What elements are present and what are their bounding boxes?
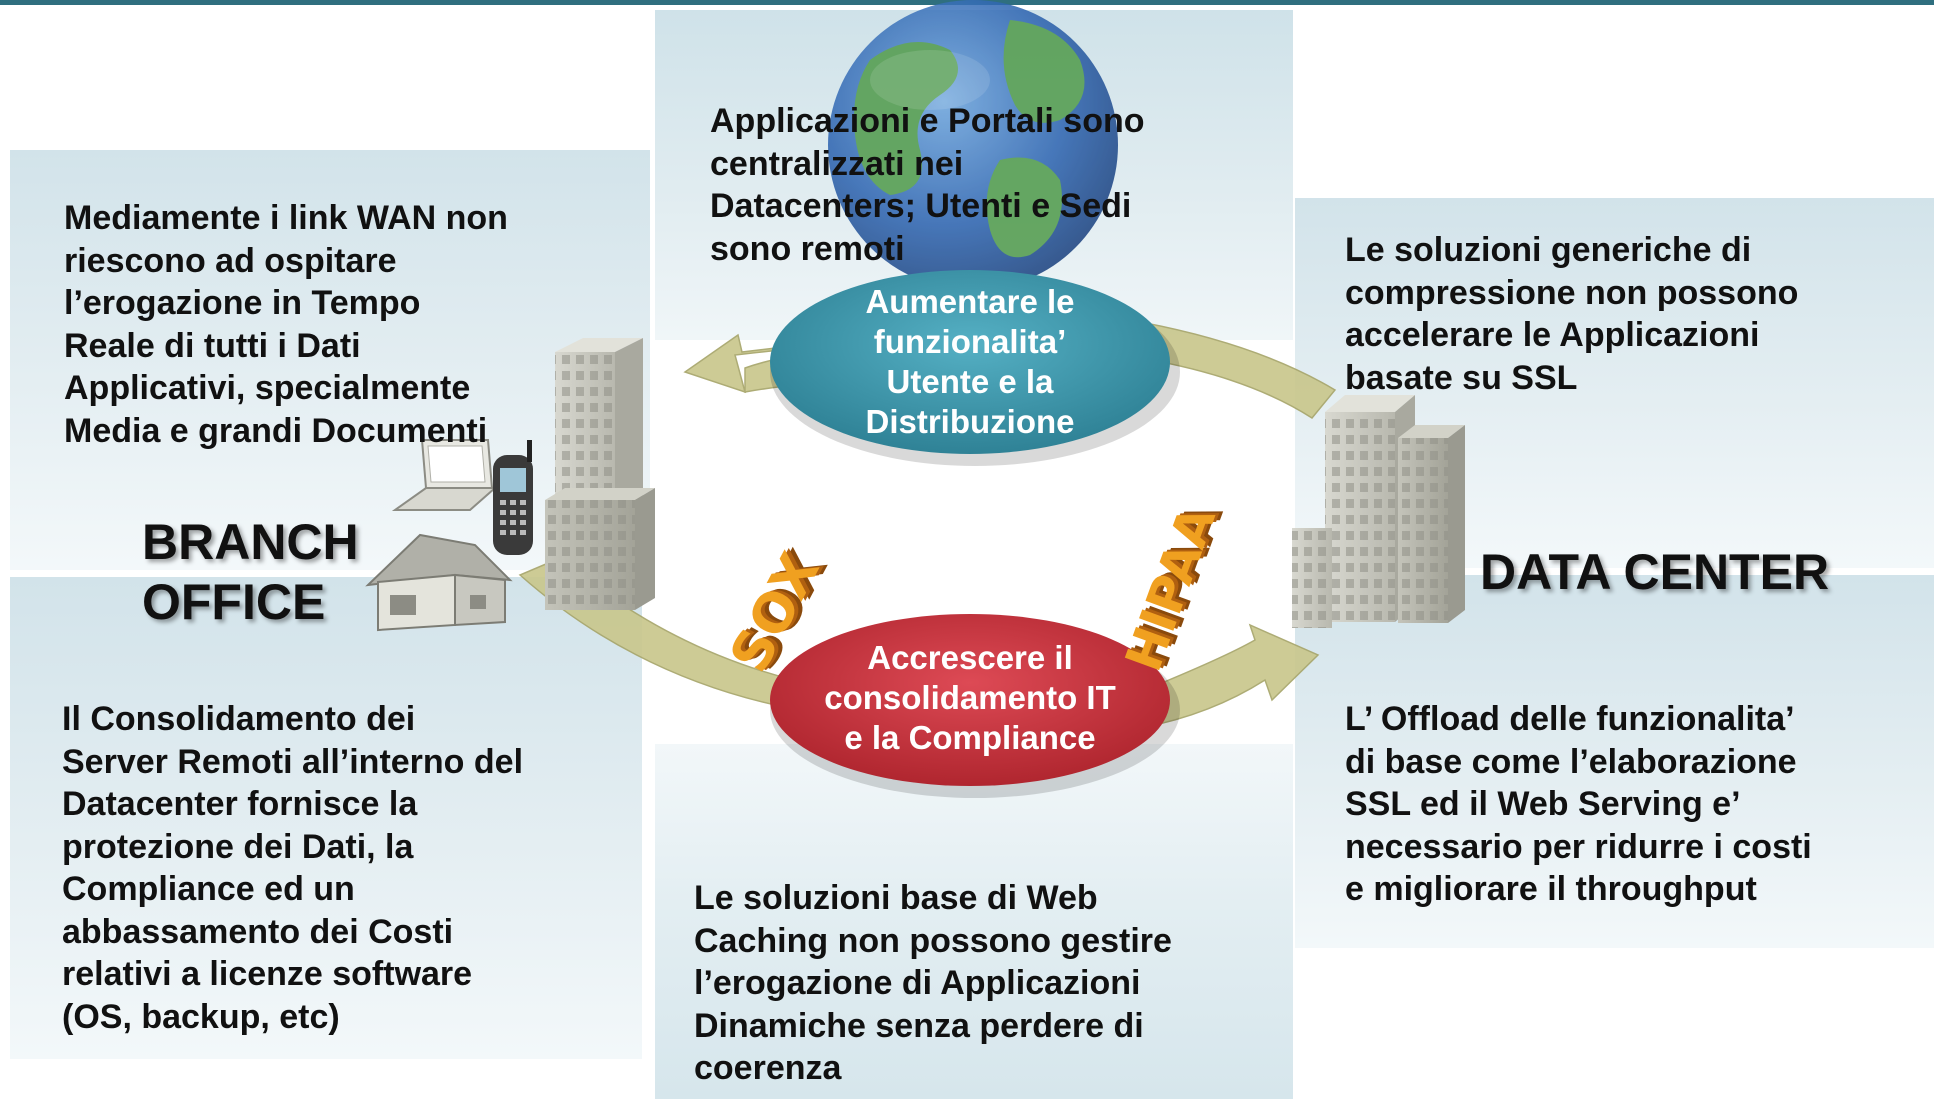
panel-bottom-right bbox=[1295, 575, 1934, 948]
panel-bottom-left bbox=[10, 577, 642, 1059]
branch-office-line: BRANCH bbox=[142, 514, 359, 570]
text-line: l’erogazione di Applicazioni bbox=[694, 964, 1141, 1002]
panel-top-left bbox=[10, 150, 650, 570]
datacenter-building-icon bbox=[1292, 395, 1465, 628]
house-icon bbox=[365, 533, 513, 632]
laptop-icon bbox=[391, 439, 498, 511]
text-line: Datacenter fornisce la bbox=[62, 785, 418, 823]
oval-line: Aumentare le bbox=[865, 283, 1075, 320]
text-line: Applicazioni e Portali sono bbox=[710, 102, 1145, 140]
panel-text-bottom-right: L’ Offload delle funzionalita’ di base c… bbox=[1345, 698, 1812, 911]
oval-line: Distribuzione bbox=[865, 403, 1075, 440]
text-line: riescono ad ospitare bbox=[64, 241, 397, 280]
oval-top bbox=[770, 270, 1170, 454]
text-line: Mediamente i link WAN non bbox=[64, 199, 508, 237]
text-line: abbassamento dei Costi bbox=[62, 912, 454, 951]
oval-top-text: Aumentare le funzionalita’ Utente e la D… bbox=[770, 282, 1170, 442]
oval-line: Accrescere il bbox=[867, 639, 1073, 676]
text-line: L’ Offload delle funzionalita’ bbox=[1345, 700, 1795, 738]
oval-line: funzionalita’ bbox=[873, 323, 1067, 360]
text-line: Compliance ed un bbox=[62, 870, 355, 908]
office-building-icon bbox=[545, 338, 655, 610]
mobile-phone-icon bbox=[493, 440, 533, 555]
text-line: Reale di tutti i Dati bbox=[64, 326, 361, 365]
oval-bottom-text: Accrescere il consolidamento IT e la Com… bbox=[770, 638, 1170, 758]
text-line: accelerare le Applicazioni bbox=[1345, 316, 1760, 354]
oval-bottom bbox=[770, 614, 1170, 786]
branch-office-label: BRANCH OFFICE bbox=[142, 512, 359, 632]
panel-text-top-right: Le soluzioni generiche di compressione n… bbox=[1345, 229, 1798, 399]
text-line: e migliorare il throughput bbox=[1345, 870, 1757, 908]
text-line: l’erogazione in Tempo bbox=[64, 284, 421, 322]
text-line: Il Consolidamento dei bbox=[62, 700, 416, 738]
text-line: Caching non possono gestire bbox=[694, 921, 1172, 960]
oval-line: Utente e la bbox=[886, 363, 1054, 400]
text-line: protezione dei Dati, la bbox=[62, 827, 414, 866]
text-line: Dinamiche senza perdere di bbox=[694, 1006, 1144, 1045]
panel-text-top-center: Applicazioni e Portali sono centralizzat… bbox=[710, 100, 1145, 270]
text-line: sono remoti bbox=[710, 229, 905, 268]
text-line: necessario per ridurre i costi bbox=[1345, 827, 1812, 866]
text-line: coerenza bbox=[694, 1049, 842, 1087]
text-line: basate su SSL bbox=[1345, 358, 1578, 397]
panel-text-top-left: Mediamente i link WAN non riescono ad os… bbox=[64, 197, 508, 452]
text-line: centralizzati nei bbox=[710, 144, 964, 183]
text-line: relativi a licenze software bbox=[62, 955, 473, 993]
oval-line: e la Compliance bbox=[844, 719, 1096, 756]
branch-office-line: OFFICE bbox=[142, 574, 326, 630]
panel-bottom-center bbox=[655, 744, 1293, 1099]
text-line: Server Remoti all’interno del bbox=[62, 742, 524, 781]
text-line: compressione non possono bbox=[1345, 273, 1799, 312]
text-line: Le soluzioni base di Web bbox=[694, 879, 1098, 917]
text-line: (OS, backup, etc) bbox=[62, 997, 340, 1036]
panel-text-bottom-center: Le soluzioni base di Web Caching non pos… bbox=[694, 877, 1172, 1090]
data-center-label: DATA CENTER bbox=[1480, 544, 1830, 600]
oval-line: consolidamento IT bbox=[824, 679, 1116, 716]
text-line: Datacenters; Utenti e Sedi bbox=[710, 187, 1132, 225]
globe-icon bbox=[828, 0, 1118, 290]
text-line: SSL ed il Web Serving e’ bbox=[1345, 785, 1741, 823]
text-line: di base come l’elaborazione bbox=[1345, 742, 1797, 781]
text-line: Le soluzioni generiche di bbox=[1345, 231, 1752, 269]
text-line: Applicativi, specialmente bbox=[64, 369, 471, 407]
text-line: Media e grandi Documenti bbox=[64, 411, 488, 450]
panel-text-bottom-left: Il Consolidamento dei Server Remoti all’… bbox=[62, 698, 523, 1038]
